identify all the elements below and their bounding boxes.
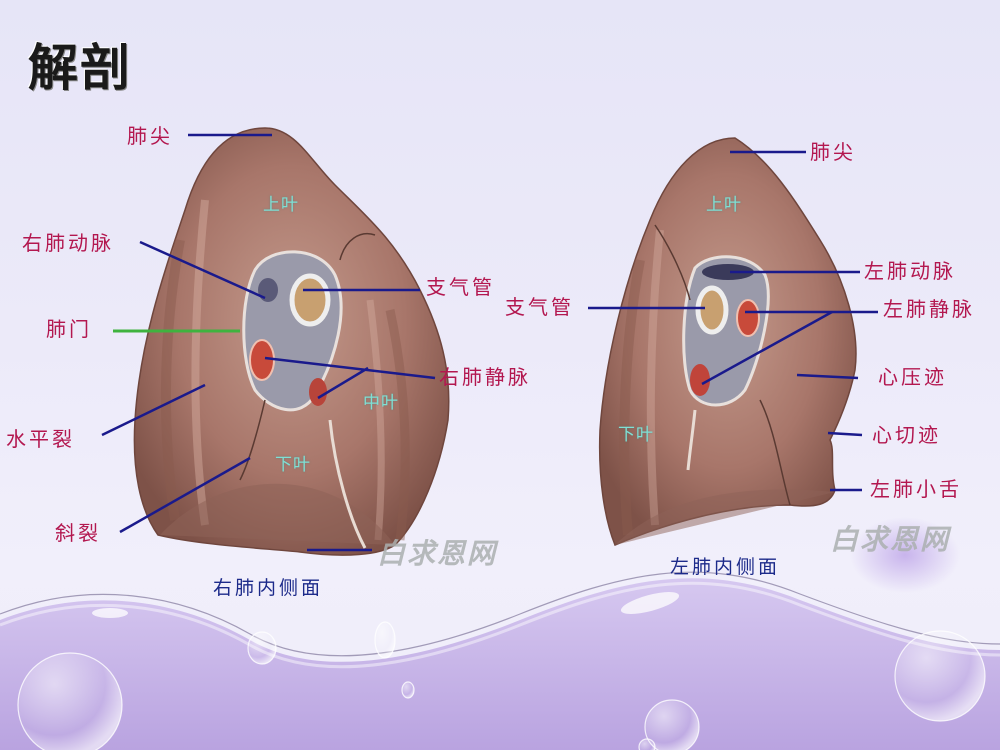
hilum-label: 肺门 xyxy=(46,317,92,341)
left-upper-lobe-label: 上叶 xyxy=(706,195,742,215)
right-pulmonary-vein-label: 右肺静脉 xyxy=(439,365,531,389)
right-lower-lobe-label: 下叶 xyxy=(275,455,311,475)
right-upper-lobe-label: 上叶 xyxy=(263,195,299,215)
right-lung-caption: 右肺内侧面 xyxy=(213,577,324,599)
right-middle-lobe-label: 中叶 xyxy=(363,393,399,413)
watermark: 白求恩网 xyxy=(377,537,498,570)
wave-edge xyxy=(0,571,1000,657)
left-lung-leader-lines xyxy=(588,150,878,492)
left-lung-caption: 左肺内侧面 xyxy=(670,556,781,578)
left-pulmonary-artery-label: 左肺动脉 xyxy=(864,259,956,283)
right-apex-label: 肺尖 xyxy=(127,124,173,148)
oblique-fissure-label: 斜裂 xyxy=(55,521,101,545)
cardiac-impression-label: 心压迹 xyxy=(878,365,947,389)
right-bronchus-label: 支气管 xyxy=(426,275,495,299)
cardiac-notch-label: 心切迹 xyxy=(872,423,941,447)
lingula-label: 左肺小舌 xyxy=(870,477,962,501)
glow-decoration xyxy=(850,517,960,593)
left-lung-illustration xyxy=(598,137,857,546)
watermark: 白求恩网 xyxy=(830,523,951,556)
wave-background xyxy=(0,578,1000,750)
left-bronchus-label: 支气管 xyxy=(505,295,574,319)
left-lower-lobe-label: 下叶 xyxy=(618,425,654,445)
right-lung-leader-lines xyxy=(101,133,436,552)
left-apex-label: 肺尖 xyxy=(810,140,856,164)
slide-title: 解剖 xyxy=(28,38,132,97)
bubble-decorations xyxy=(17,621,986,750)
horizontal-fissure-label: 水平裂 xyxy=(6,427,75,451)
right-pulmonary-artery-label: 右肺动脉 xyxy=(22,231,114,255)
right-lung-illustration xyxy=(133,127,450,556)
left-pulmonary-vein-label: 左肺静脉 xyxy=(883,297,975,321)
